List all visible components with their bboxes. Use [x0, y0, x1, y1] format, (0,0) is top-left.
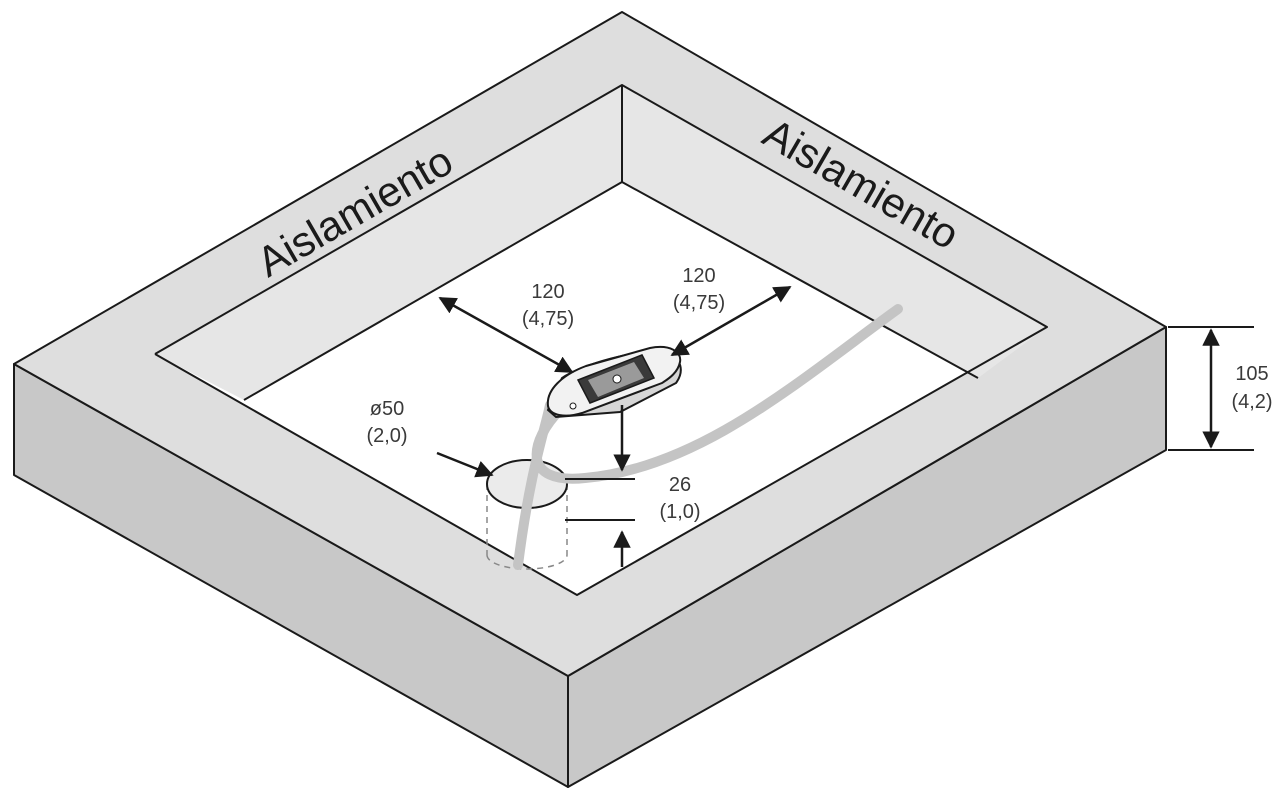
dim-height-mm: 105	[1235, 363, 1268, 385]
dim-arrow-left-120	[438, 296, 574, 374]
dim-depth-in: (1,0)	[659, 501, 700, 523]
dim-left-mm: 120	[531, 281, 564, 303]
dim-arrow-right-120	[670, 285, 792, 357]
dim-hole-in: (2,0)	[366, 425, 407, 447]
dim-left-in: (4,75)	[522, 308, 574, 330]
dim-arrow-hole	[436, 451, 494, 478]
dim-hole-mm: ø50	[370, 398, 404, 420]
dim-height-in: (4,2)	[1231, 391, 1272, 413]
dim-depth-mm: 26	[669, 474, 691, 496]
cavity-outline	[154, 84, 1048, 596]
inner-wall-left	[155, 85, 622, 400]
inner-wall-right	[622, 85, 1047, 378]
dim-right-in: (4,75)	[673, 292, 725, 314]
dim-right-mm: 120	[682, 265, 715, 287]
sensor-device	[546, 346, 682, 419]
